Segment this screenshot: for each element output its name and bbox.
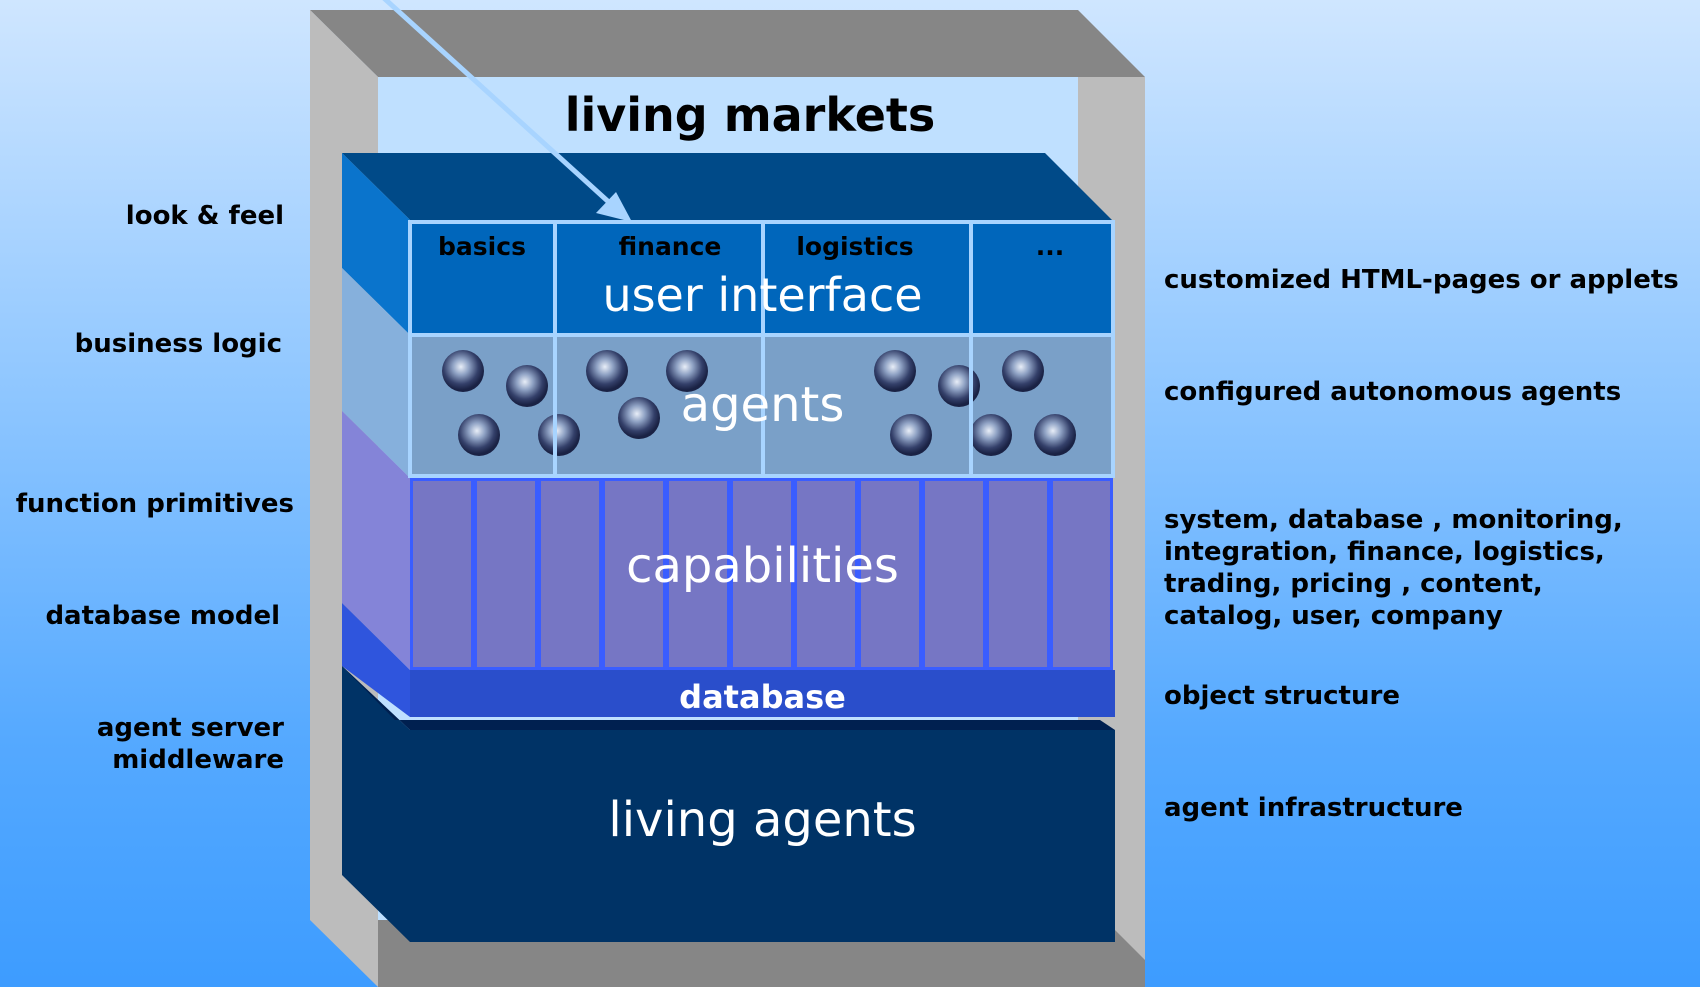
database-title: database — [679, 678, 846, 716]
tab-basics-label: basics — [438, 232, 526, 261]
label-configured-agents: configured autonomous agents — [1164, 377, 1622, 407]
agent-ball — [442, 350, 484, 392]
agent-ball — [970, 414, 1012, 456]
agent-ball — [890, 414, 932, 456]
agent-ball — [586, 350, 628, 392]
database-layer — [410, 670, 1115, 717]
agent-ball — [1034, 414, 1076, 456]
agent-ball — [538, 414, 580, 456]
capabilities-title: capabilities — [626, 538, 899, 594]
agent-ball — [874, 350, 916, 392]
block-faces — [342, 153, 1115, 942]
label-business-logic: business logic — [74, 329, 282, 359]
tab-columns — [408, 220, 1115, 478]
agent-ball — [618, 397, 660, 439]
label-capabilities-list: system, database , monitoring, integrati… — [1164, 505, 1623, 631]
tab-finance-label: finance — [618, 232, 722, 261]
agent-balls — [442, 350, 1076, 456]
agents-title: agents — [680, 377, 845, 433]
label-agent-server-middleware: agent server middleware — [96, 713, 284, 775]
user-interface-title: user interface — [602, 268, 923, 322]
living-agents-title: living agents — [608, 792, 917, 848]
label-customized-pages: customized HTML-pages or applets — [1164, 265, 1679, 295]
living-agents-layer — [410, 730, 1115, 942]
label-look-and-feel: look & feel — [125, 201, 284, 231]
tab-more-label: ... — [1035, 232, 1065, 261]
label-function-primitives: function primitives — [15, 489, 294, 519]
agent-ball — [506, 365, 548, 407]
diagram-title: living markets — [564, 88, 936, 142]
tab-column-more — [969, 220, 1115, 478]
agent-ball — [458, 414, 500, 456]
capabilities-layer — [410, 478, 1113, 670]
label-database-model: database model — [45, 601, 280, 631]
label-object-structure: object structure — [1164, 681, 1400, 711]
arrow — [382, 0, 632, 222]
label-agent-infrastructure: agent infrastructure — [1164, 793, 1463, 823]
agent-ball — [666, 350, 708, 392]
tab-logistics-label: logistics — [796, 232, 914, 261]
agent-ball — [1002, 350, 1044, 392]
